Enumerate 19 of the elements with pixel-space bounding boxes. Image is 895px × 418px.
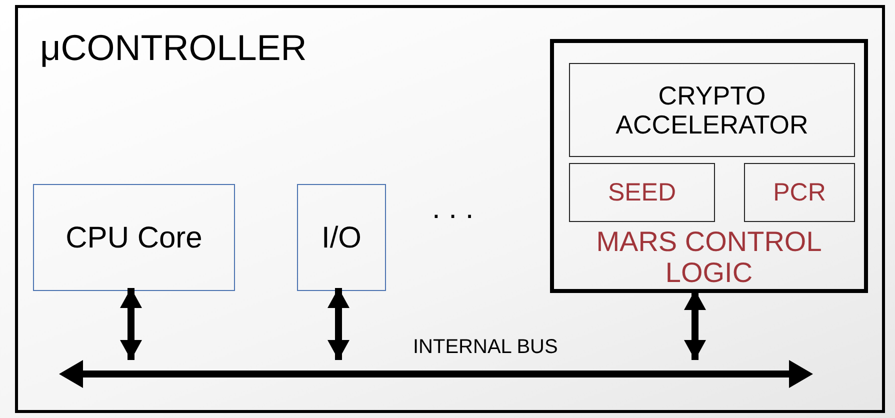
- component-box: [297, 184, 386, 291]
- double-arrow: [684, 290, 706, 360]
- double-arrow: [328, 288, 350, 360]
- ellipsis-text: . . .: [432, 192, 474, 225]
- component-label: CPU Core: [64, 221, 204, 254]
- register-box: [744, 163, 855, 222]
- double-arrow: [120, 288, 142, 360]
- register-box: [569, 163, 715, 222]
- component-label: CRYPTO ACCELERATOR: [614, 81, 810, 139]
- block-label: MARS CONTROL LOGIC: [595, 227, 823, 289]
- controller-box: [15, 5, 885, 413]
- component-label: PCR: [772, 178, 827, 206]
- accelerator-box: [569, 63, 855, 157]
- title-text: μCONTROLLER: [40, 28, 307, 68]
- component-label: I/O: [320, 221, 362, 254]
- component-box: [33, 184, 235, 291]
- component-label: SEED: [606, 178, 678, 206]
- bus-label: INTERNAL BUS: [413, 336, 558, 358]
- logic-block: [550, 39, 868, 293]
